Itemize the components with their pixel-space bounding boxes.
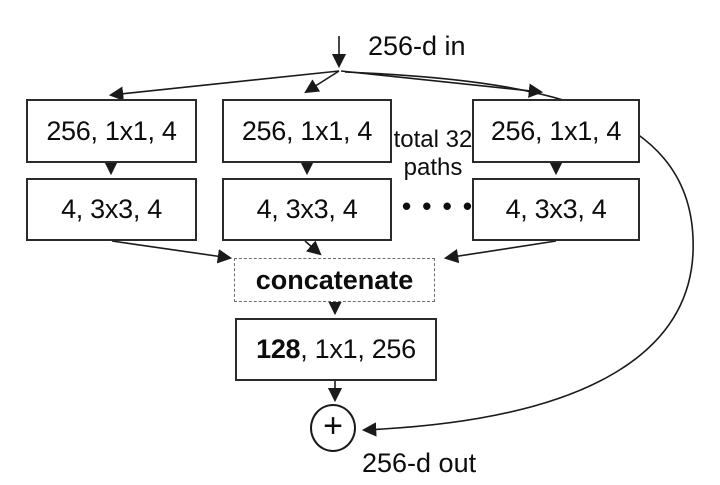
edge-skip-connection xyxy=(344,71,694,437)
plus-icon: + xyxy=(323,407,343,445)
branch2-conv-1x1-box: 256, 1x1, 4 xyxy=(222,99,392,163)
branch2-conv-3x3-box: 4, 3x3, 4 xyxy=(222,178,392,241)
branch3-conv-1x1-box: 256, 1x1, 4 xyxy=(472,99,640,163)
edge-left-to-concat xyxy=(111,240,233,264)
branch1-conv-3x3-box: 4, 3x3, 4 xyxy=(26,178,197,241)
branch1-conv-3x3-label: 4, 3x3, 4 xyxy=(61,194,162,224)
hidden-paths-ellipsis: • • • • xyxy=(401,191,475,221)
edge-fanout-left xyxy=(108,70,340,101)
branch1-conv-1x1-label: 256, 1x1, 4 xyxy=(46,115,177,146)
final-conv-label-bold: 128 xyxy=(256,334,301,364)
total-paths-note: total 32 paths xyxy=(390,126,476,182)
concatenate-box: concatenate xyxy=(234,258,435,302)
input-dimension-label: 256-d in xyxy=(368,31,466,61)
output-dimension-label: 256-d out xyxy=(362,448,477,478)
branch2-conv-1x1-label: 256, 1x1, 4 xyxy=(241,115,373,146)
concatenate-label: concatenate xyxy=(255,264,414,295)
branch1-conv-1x1-box: 256, 1x1, 4 xyxy=(26,99,197,163)
total-paths-note-line2: paths xyxy=(403,154,463,181)
branch3-conv-1x1-label: 256, 1x1, 4 xyxy=(490,115,622,146)
edge-middle-to-concat xyxy=(304,240,322,256)
branch2-conv-3x3-label: 4, 3x3, 4 xyxy=(256,194,358,224)
final-conv-label-rest: , 1x1, 256 xyxy=(300,334,416,364)
branch3-conv-3x3-label: 4, 3x3, 4 xyxy=(505,194,607,224)
final-conv-box: 128, 1x1, 256 xyxy=(235,318,437,381)
elementwise-sum-node: + xyxy=(310,404,356,452)
total-paths-note-line1: total 32 xyxy=(393,126,473,153)
edge-fanout-middle xyxy=(304,70,340,94)
edge-fanout-right xyxy=(340,70,544,98)
branch3-conv-3x3-box: 4, 3x3, 4 xyxy=(472,178,640,241)
edge-right-to-concat xyxy=(443,240,557,264)
